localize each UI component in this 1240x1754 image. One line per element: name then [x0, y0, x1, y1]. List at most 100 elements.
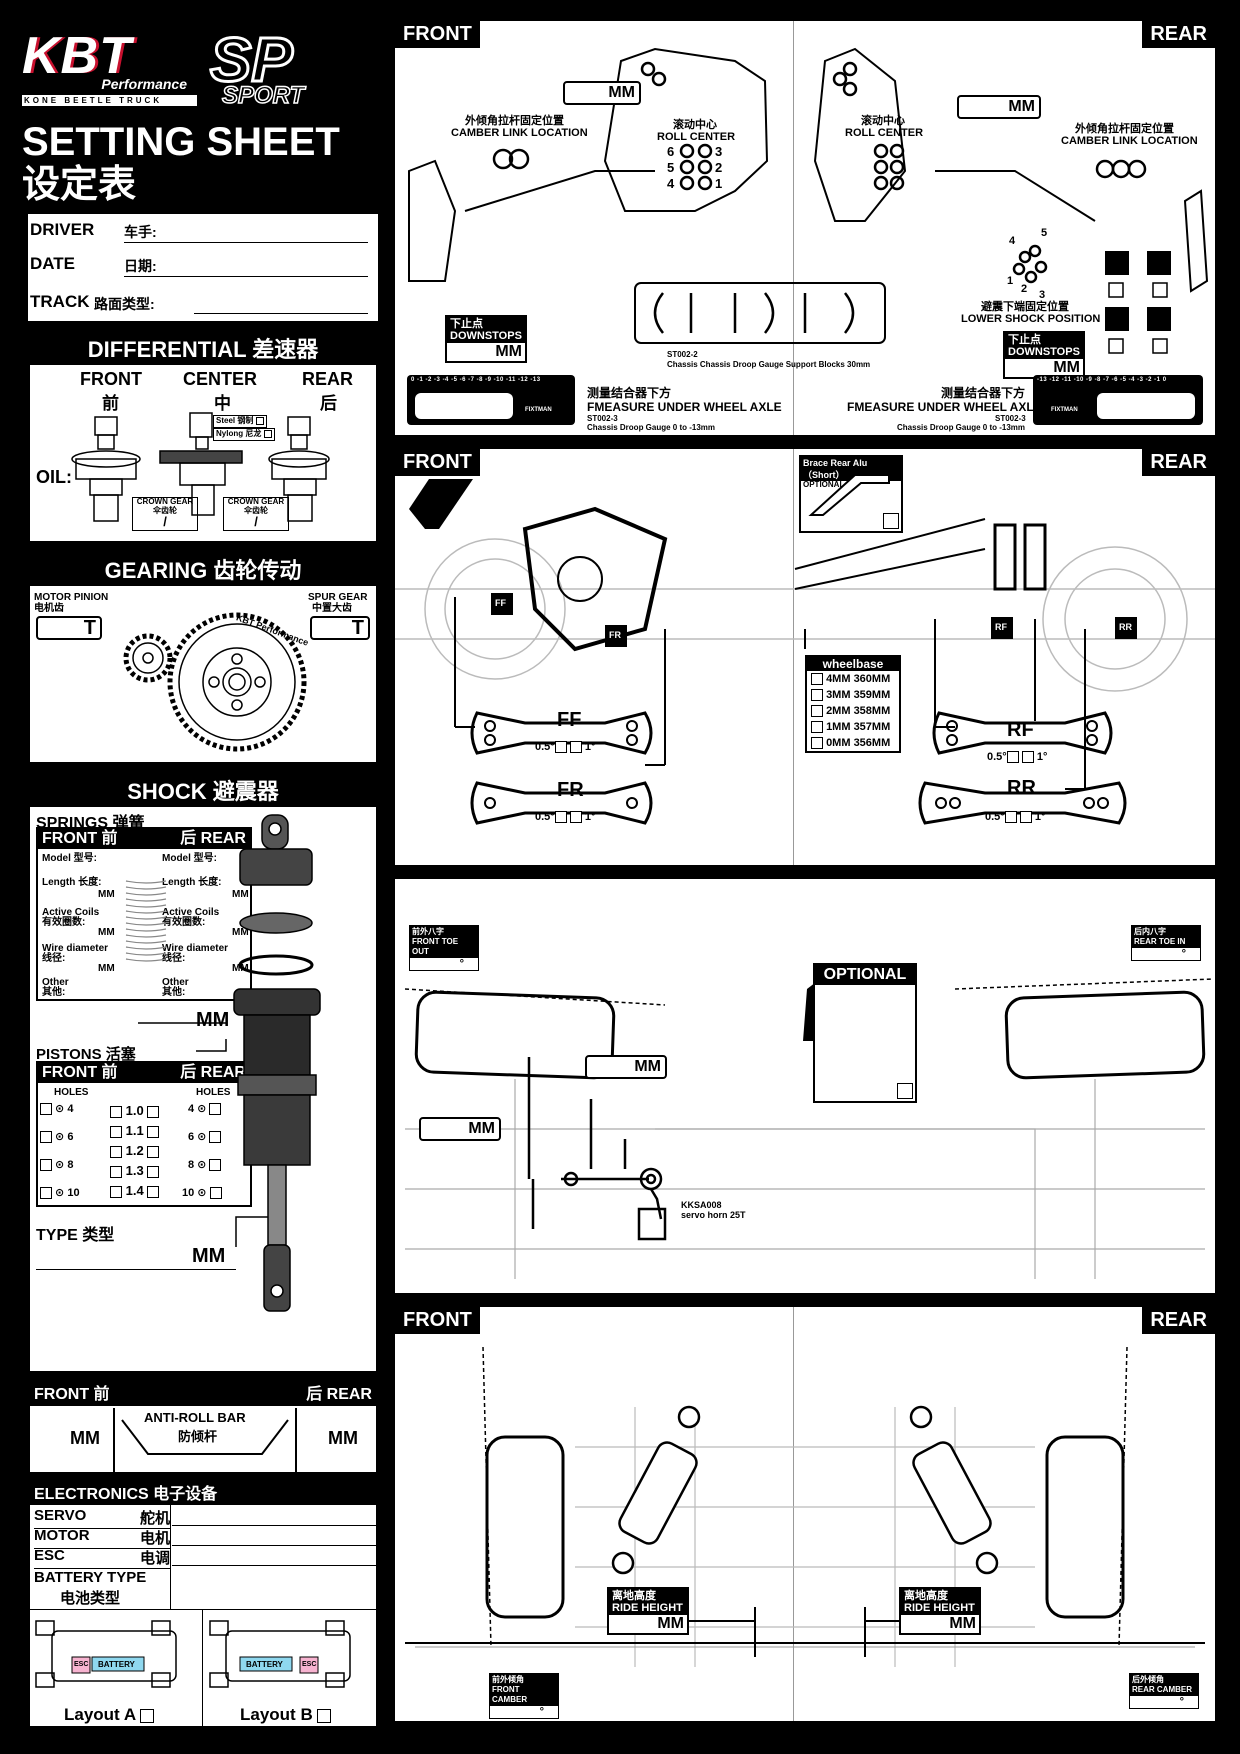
- rear-downstops-box: 下止点 DOWNSTOPS MM: [1003, 331, 1085, 379]
- spring-rear-wire: Wire diameter: [162, 943, 229, 954]
- spring-rear-wire-cn: 线径:: [162, 953, 186, 964]
- brace-checkbox[interactable]: [883, 513, 899, 529]
- front-hole-8[interactable]: ⊙ 8: [40, 1159, 73, 1172]
- suspension-mount-panel: FRONT REAR: [392, 446, 1218, 868]
- shock-type-field[interactable]: [36, 1269, 236, 1270]
- front-ride-cn: 离地高度: [612, 1590, 656, 1602]
- layout-b-option[interactable]: Layout B: [240, 1705, 332, 1725]
- rear-downstops-mm[interactable]: MM: [1053, 359, 1080, 376]
- carbon-checkbox[interactable]: [897, 1083, 913, 1099]
- piston-size-1-0[interactable]: 1.0: [110, 1103, 160, 1118]
- brace-part-icon: [808, 474, 890, 516]
- front-downstops-mm[interactable]: MM: [495, 343, 522, 360]
- diff-steel-option[interactable]: Steel 钢制: [213, 415, 267, 428]
- spring-coil-drawing: [125, 880, 167, 962]
- front-toe-deg[interactable]: °: [459, 958, 464, 970]
- kbt-logo-tagline: KONE BEETLE TRUCK: [22, 95, 197, 106]
- piston-size-1-3[interactable]: 1.3: [110, 1163, 160, 1178]
- piston-size-1-2[interactable]: 1.2: [110, 1143, 160, 1158]
- rear-toe-en: REAR TOE IN: [1134, 937, 1186, 946]
- rf-angle-option[interactable]: 0.5° 1°: [987, 751, 1048, 764]
- motor-field[interactable]: [172, 1545, 376, 1546]
- rear-camber-label-cn: 外倾角拉杆固定位置: [1075, 123, 1174, 135]
- esc-field[interactable]: [172, 1565, 376, 1566]
- servo-field[interactable]: [172, 1525, 376, 1526]
- wheelbase-option-4mm[interactable]: 4MM 360MM: [807, 671, 899, 687]
- wheelbase-option-3mm[interactable]: 3MM 359MM: [807, 687, 899, 703]
- front-toe-box: 前外八字 FRONT TOE OUT °: [409, 925, 479, 971]
- rr-angle-option[interactable]: 0.5° 1°: [985, 811, 1046, 824]
- wheelbase-option-2mm[interactable]: 2MM 358MM: [807, 703, 899, 719]
- rear-hole-8[interactable]: 8 ⊙: [188, 1159, 222, 1172]
- piston-size-1-1[interactable]: 1.1: [110, 1123, 160, 1138]
- rear-crown-gear-box[interactable]: CROWN GEAR 伞齿轮 /: [223, 497, 289, 531]
- rear-camber-deg[interactable]: °: [1179, 1696, 1184, 1708]
- diff-oil-label: OIL:: [36, 467, 72, 487]
- rear-hole-6[interactable]: 6 ⊙: [188, 1131, 222, 1144]
- steel-checkbox[interactable]: [255, 417, 264, 425]
- rear-hole-10[interactable]: 10 ⊙: [182, 1187, 222, 1200]
- track-label: TRACK: [30, 292, 90, 311]
- track-field[interactable]: [194, 313, 368, 314]
- rear-camber-cn: 后外倾角: [1132, 1675, 1164, 1684]
- front-measure-cn: 测量结合器下方: [587, 386, 672, 400]
- diff-nylong-option[interactable]: Nylong 尼龙: [213, 428, 275, 441]
- date-field[interactable]: [124, 276, 368, 277]
- layout-a-option[interactable]: Layout A: [64, 1705, 155, 1725]
- driver-info-box: DRIVER 车手: DATE 日期: TRACK 路面类型:: [28, 214, 378, 321]
- front-hole-4[interactable]: ⊙ 4: [40, 1103, 73, 1116]
- lower-num-1: 1: [1007, 275, 1014, 287]
- rear-camber-mm-field[interactable]: MM: [957, 95, 1041, 119]
- layout-b-checkbox[interactable]: [317, 1708, 332, 1723]
- rear-holes-label: HOLES: [196, 1087, 231, 1098]
- battery-divider: [170, 1505, 171, 1609]
- spring-front-other-cn: 其他:: [42, 987, 66, 998]
- sp-logo-text: SP: [209, 26, 295, 95]
- motor-pinion-field[interactable]: T: [36, 616, 102, 640]
- layout-b-esc: ESC: [302, 1661, 317, 1668]
- lower-num-4: 4: [1009, 235, 1016, 247]
- rear-toe-deg[interactable]: °: [1181, 948, 1186, 960]
- spur-gear-field[interactable]: T: [310, 616, 370, 640]
- rear-camber-box: 后外倾角 REAR CAMBER °: [1129, 1673, 1199, 1709]
- front-hole-10[interactable]: ⊙ 10: [40, 1187, 80, 1200]
- nylong-checkbox[interactable]: [263, 430, 272, 438]
- fr-angle-option[interactable]: 0.5° 1°: [535, 811, 596, 824]
- front-ride-en: RIDE HEIGHT: [612, 1602, 683, 1614]
- panel2-drawing: [395, 479, 1215, 825]
- rear-ride-height-header: 离地高度 RIDE HEIGHT: [901, 1589, 979, 1615]
- rear-toe-cn: 后内八字: [1134, 927, 1166, 936]
- piston-size-1-4[interactable]: 1.4: [110, 1183, 160, 1198]
- front-hole-6[interactable]: ⊙ 6: [40, 1131, 73, 1144]
- rear-measure-cn: 测量结合器下方: [941, 386, 1026, 400]
- rear-hole-4[interactable]: 4 ⊙: [188, 1103, 222, 1116]
- rear-camber-label: CAMBER LINK LOCATION: [1061, 135, 1198, 147]
- front-camber-label-cn: 外倾角拉杆固定位置: [465, 115, 564, 127]
- rear-downstops-header: 下止点 DOWNSTOPS: [1005, 333, 1083, 359]
- steering-link-mm-field[interactable]: MM: [419, 1117, 501, 1141]
- front-holes-label: HOLES: [54, 1087, 89, 1098]
- wheelbase-option-0mm[interactable]: 0MM 356MM: [807, 735, 899, 751]
- front-crown-gear-box[interactable]: CROWN GEAR 伞齿轮 /: [132, 497, 198, 531]
- rear-ride-height-mm[interactable]: MM: [949, 1615, 976, 1632]
- front-downstops-en: DOWNSTOPS: [450, 330, 522, 342]
- front-camber-mm-field[interactable]: MM: [563, 81, 641, 105]
- front-camber-label: CAMBER LINK LOCATION: [451, 127, 588, 139]
- crown-gear-label: CROWN GEAR: [227, 497, 285, 506]
- front-gauge-window: [415, 393, 513, 419]
- springs-front-label: FRONT 前: [42, 830, 118, 847]
- front-ride-height-mm[interactable]: MM: [657, 1615, 684, 1632]
- wheelbase-option-1mm[interactable]: 1MM 357MM: [807, 719, 899, 735]
- panel2-rear-tag: REAR: [1142, 449, 1215, 476]
- layout-b-label: Layout B: [240, 1705, 313, 1724]
- driver-field[interactable]: [124, 242, 368, 243]
- battery-type-field[interactable]: [30, 1609, 376, 1610]
- layout-a-checkbox[interactable]: [140, 1708, 155, 1723]
- servo-link-mm-field[interactable]: MM: [585, 1055, 667, 1079]
- layout-divider: [202, 1609, 203, 1729]
- diff-rear-label: REAR: [302, 369, 354, 389]
- front-camber-deg[interactable]: °: [539, 1706, 544, 1718]
- ff-angle-option[interactable]: 0.5° 1°: [535, 741, 596, 754]
- springs-table-header: FRONT 前 后 REAR: [38, 829, 250, 849]
